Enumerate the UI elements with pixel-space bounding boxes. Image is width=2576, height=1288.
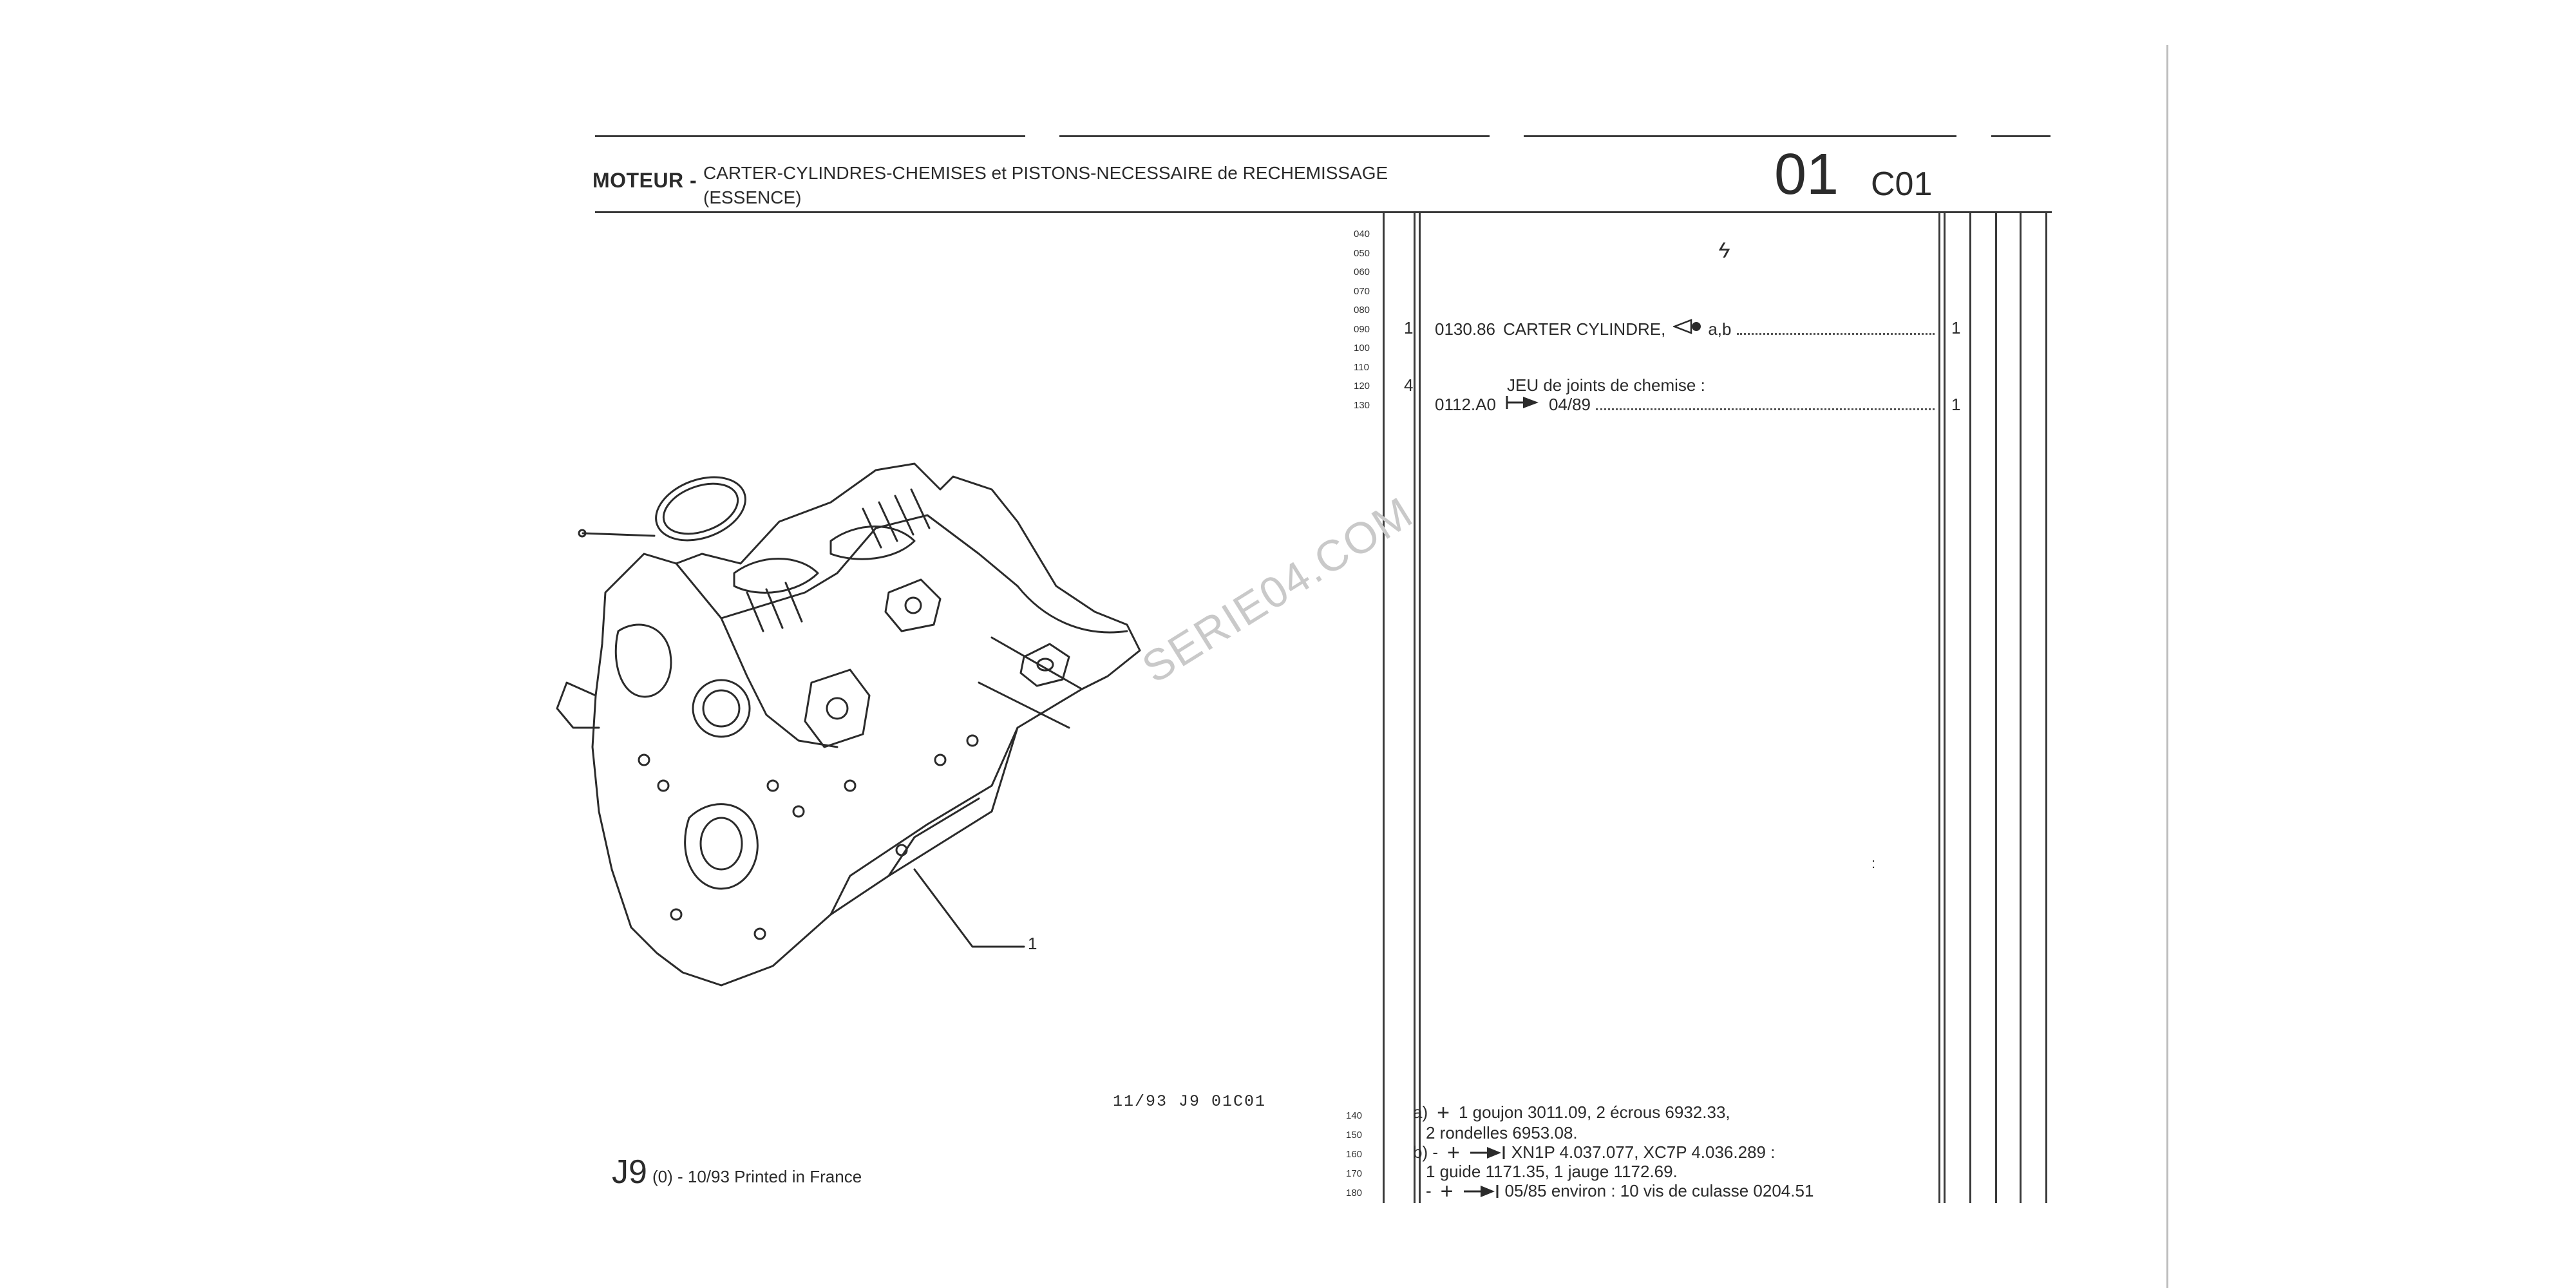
note-line-number: 170 — [1346, 1168, 1363, 1179]
top-rule-1 — [595, 135, 1025, 137]
plus-icon: + — [1447, 1140, 1460, 1165]
entry-1-ref: 0130.86 — [1435, 319, 1495, 339]
col-line-7 — [1995, 211, 1997, 1203]
entry-2-qty: 4 — [1404, 375, 1414, 395]
col-line-9 — [2045, 211, 2047, 1203]
engine-type-icon — [1673, 319, 1701, 334]
plus-icon: + — [1437, 1100, 1450, 1125]
note-a: a) + 1 goujon 3011.09, 2 écrous 6932.33, — [1413, 1100, 1730, 1125]
note-line-number: 150 — [1346, 1130, 1363, 1141]
note-c-label: - — [1426, 1181, 1432, 1200]
note-a-label: a) — [1413, 1103, 1428, 1122]
note-b-label: b) - — [1413, 1142, 1438, 1162]
up-to-arrow-icon — [1470, 1146, 1505, 1159]
line-number: 040 — [1354, 229, 1370, 240]
entry-2-row: 0112.A0 04/89 — [1435, 395, 1937, 415]
line-number: 100 — [1354, 343, 1370, 354]
col-line-6 — [1969, 211, 1971, 1203]
from-date-icon — [1506, 396, 1539, 409]
note-a-text: 1 goujon 3011.09, 2 écrous 6932.33, — [1458, 1103, 1730, 1122]
plus-icon: + — [1440, 1179, 1454, 1204]
entry-2-ref: 0112.A0 — [1435, 395, 1496, 414]
line-number: 130 — [1354, 400, 1370, 411]
col-line-3 — [1419, 211, 1421, 1203]
page-code: C01 — [1871, 166, 1933, 203]
col-line-8 — [2020, 211, 2022, 1203]
note-line-number: 140 — [1346, 1110, 1363, 1121]
line-number: 090 — [1354, 324, 1370, 335]
note-b: b) - + XN1P 4.037.077, XC7P 4.036.289 : — [1413, 1140, 1776, 1165]
section-label: MOTEUR - — [592, 169, 697, 192]
col-line-5 — [1944, 211, 1946, 1203]
page-edge — [2166, 45, 2168, 1288]
scan-mark: : — [1871, 855, 1876, 871]
callout-1: 1 — [1028, 934, 1037, 953]
footer-code: 11/93 J9 01C01 — [1113, 1092, 1267, 1111]
title-line-1: CARTER-CYLINDRES-CHEMISES et PISTONS-NEC… — [703, 163, 1388, 183]
title-line-2: (ESSENCE) — [703, 187, 802, 207]
col-line-1 — [1383, 211, 1385, 1203]
entry-2-desc: JEU de joints de chemise : — [1507, 375, 1705, 395]
up-to-arrow-icon — [1463, 1184, 1499, 1198]
entry-2-suffix: 04/89 — [1548, 395, 1591, 414]
page-number: 01 — [1774, 142, 1839, 207]
line-number: 060 — [1354, 267, 1370, 278]
header-rule — [595, 211, 2052, 213]
col-line-4 — [1938, 211, 1940, 1203]
lightning-icon: ϟ — [1718, 238, 1730, 263]
top-rule-2 — [1059, 135, 1490, 137]
top-rule-4 — [1991, 135, 2050, 137]
note-c: - + 05/85 environ : 10 vis de culasse 02… — [1426, 1179, 1814, 1204]
entry-1-suffix: a,b — [1708, 319, 1732, 339]
line-number: 050 — [1354, 248, 1370, 259]
col-line-2 — [1414, 211, 1416, 1203]
line-number: 120 — [1354, 381, 1370, 392]
line-number: 080 — [1354, 305, 1370, 316]
note-a-cont: 2 rondelles 6953.08. — [1426, 1123, 1578, 1142]
note-line-number: 180 — [1346, 1188, 1363, 1198]
line-number: 110 — [1354, 362, 1369, 373]
line-number: 070 — [1354, 286, 1370, 297]
note-b-text: XN1P 4.037.077, XC7P 4.036.289 : — [1511, 1142, 1776, 1162]
entry-2-count: 1 — [1951, 395, 1961, 414]
footer-printed: (0) - 10/93 Printed in France — [652, 1167, 862, 1186]
engine-block-illustration — [556, 462, 1141, 987]
entry-1-desc: CARTER CYLINDRE, — [1502, 319, 1666, 339]
top-rule-3 — [1524, 135, 1956, 137]
note-b-cont: 1 guide 1171.35, 1 jauge 1172.69. — [1426, 1162, 1678, 1181]
note-line-number: 160 — [1346, 1149, 1363, 1160]
page-title: CARTER-CYLINDRES-CHEMISES et PISTONS-NEC… — [703, 161, 1388, 210]
dot-leader — [1596, 408, 1935, 410]
entry-1-count: 1 — [1951, 318, 1961, 337]
entry-1-row: 0130.86 CARTER CYLINDRE, a,b — [1435, 318, 1937, 339]
dot-leader — [1736, 333, 1935, 335]
note-c-text: 05/85 environ : 10 vis de culasse 0204.5… — [1504, 1181, 1814, 1200]
entry-1-qty: 1 — [1404, 318, 1414, 337]
footer-model: J9 — [612, 1153, 647, 1191]
